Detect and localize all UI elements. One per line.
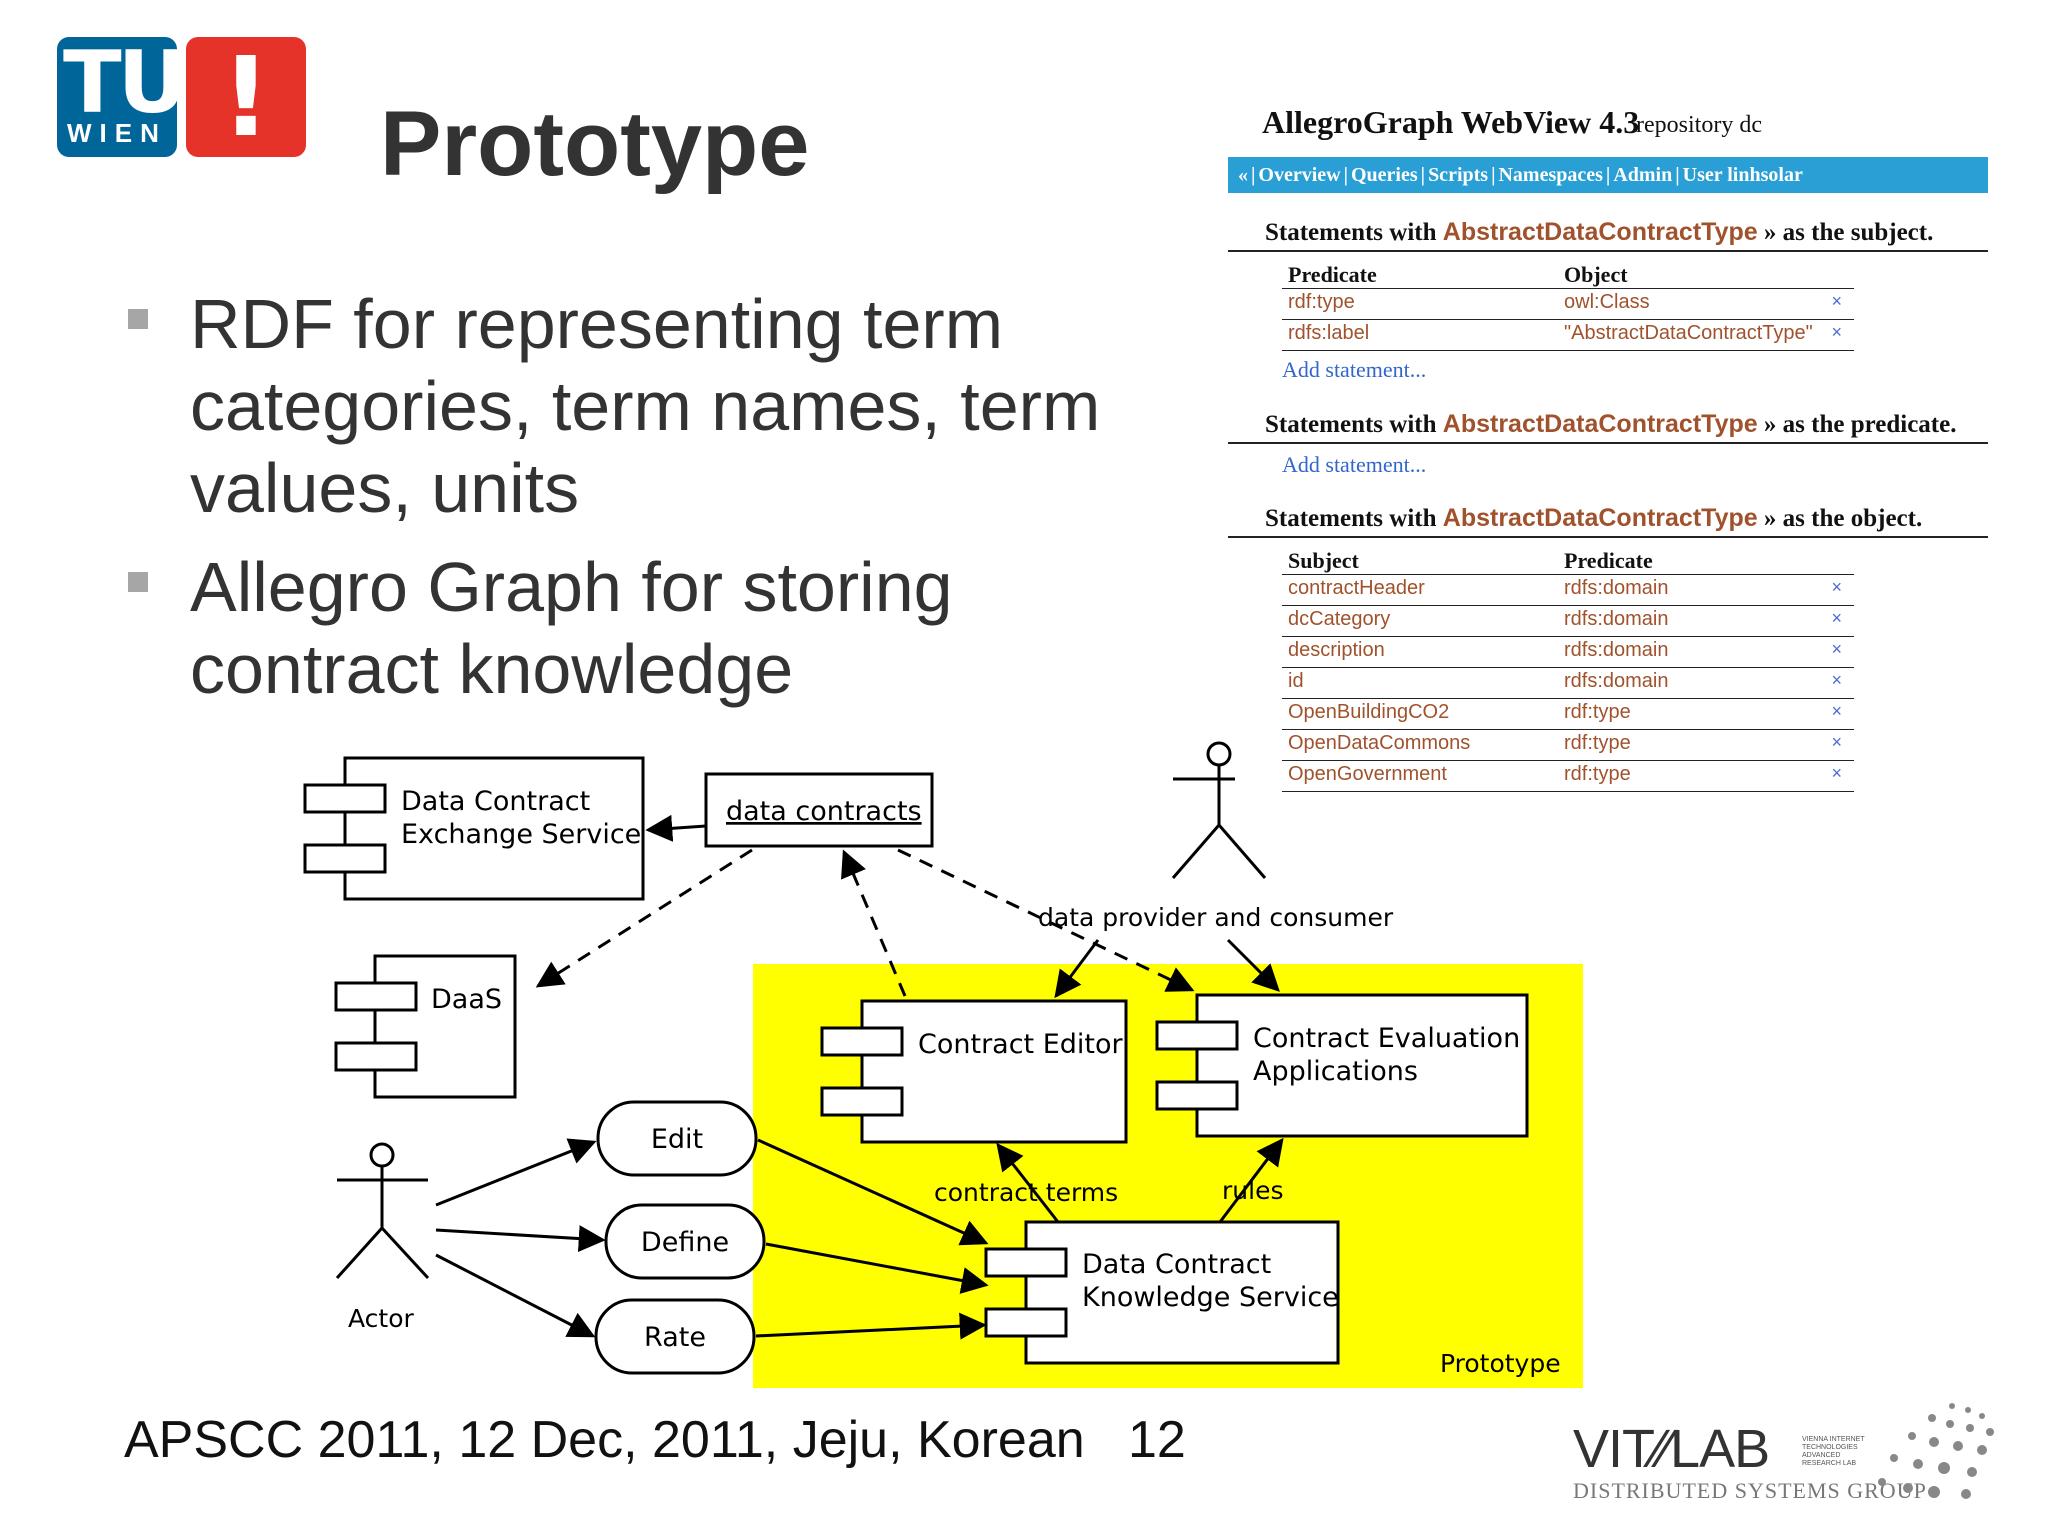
use-case-define: Define: [604, 1203, 766, 1280]
svg-text:Contract Evaluation: Contract Evaluation: [1253, 1023, 1520, 1054]
footer-text: APSCC 2011, 12 Dec, 2011, Jeju, Korean 1…: [124, 1411, 1186, 1469]
table-row: rdfs:label "AbstractDataContractType" ×: [1282, 320, 1854, 351]
artifact-data-contracts: data contracts: [704, 772, 934, 848]
provider-actor-icon: [1171, 741, 1267, 879]
component-data-contract-exchange-service: Data Contract Exchange Service: [303, 756, 645, 901]
divider: [1228, 250, 1988, 252]
nav-overview[interactable]: Overview: [1258, 164, 1341, 186]
subject-table: Predicate Object rdf:type owl:Class × rd…: [1282, 260, 1854, 351]
predicate-section-heading: Statements with AbstractDataContractType…: [1265, 410, 1957, 438]
bullet-2: Allegro Graph for storing contract knowl…: [190, 548, 953, 708]
subject-section-heading: Statements with AbstractDataContractType…: [1265, 218, 1934, 246]
divider: [1228, 442, 1988, 444]
svg-text:Edit: Edit: [651, 1124, 703, 1155]
table-header: Predicate Object: [1282, 260, 1854, 289]
nav-namespaces[interactable]: Namespaces: [1498, 164, 1603, 186]
logo-tu: TU: [63, 33, 187, 133]
actor-icon: [335, 1142, 430, 1280]
svg-text:Data Contract: Data Contract: [1082, 1249, 1271, 1280]
allegrograph-webview: AllegroGraph WebView 4.3 repository dc «…: [1228, 102, 1988, 792]
use-case-edit: Edit: [596, 1100, 758, 1177]
component-knowledge-service: Data Contract Knowledge Service: [984, 1220, 1340, 1365]
dots-icon: [1878, 1403, 1994, 1499]
actor-label: Actor: [348, 1304, 415, 1333]
delete-icon[interactable]: ×: [1831, 670, 1842, 690]
svg-text:Rate: Rate: [644, 1322, 706, 1353]
svg-text:Knowledge Service: Knowledge Service: [1082, 1282, 1339, 1313]
svg-text:DaaS: DaaS: [431, 984, 502, 1015]
object-section-heading: Statements with AbstractDataContractType…: [1265, 504, 1923, 532]
vitalab-subtitle: VIENNA INTERNET TECHNOLOGIES ADVANCED RE…: [1802, 1436, 1865, 1467]
bullet-marker: [128, 572, 148, 592]
logo-wien: WIEN: [67, 118, 167, 148]
delete-icon[interactable]: ×: [1831, 322, 1842, 342]
nav-admin[interactable]: Admin: [1613, 164, 1673, 186]
slide-title: Prototype: [380, 93, 810, 195]
svg-text:Applications: Applications: [1253, 1056, 1418, 1087]
nav-queries[interactable]: Queries: [1351, 164, 1418, 186]
component-contract-editor: Contract Editor: [820, 999, 1128, 1144]
svg-text:Data Contract: Data Contract: [401, 786, 590, 817]
delete-icon[interactable]: ×: [1831, 701, 1842, 721]
ag-navbar: «|Overview|Queries|Scripts|Namespaces|Ad…: [1228, 157, 1988, 193]
nav-back[interactable]: «: [1238, 164, 1248, 186]
delete-icon[interactable]: ×: [1831, 291, 1842, 311]
rules-label: rules: [1222, 1176, 1283, 1205]
delete-icon[interactable]: ×: [1831, 608, 1842, 628]
delete-icon[interactable]: ×: [1831, 639, 1842, 659]
delete-icon[interactable]: ×: [1831, 732, 1842, 752]
bullet-marker: [128, 309, 148, 329]
logo-exclamation: !: [186, 37, 306, 157]
distributed-systems-group: DISTRIBUTED SYSTEMS GROUP: [1573, 1478, 1927, 1503]
vitalab-logo: VIT∕∕LAB: [1573, 1419, 1770, 1479]
svg-text:Contract Editor: Contract Editor: [918, 1029, 1124, 1060]
contract-terms-label: contract terms: [934, 1178, 1118, 1207]
component-daas: DaaS: [334, 954, 517, 1099]
nav-scripts[interactable]: Scripts: [1428, 164, 1489, 186]
add-statement-link[interactable]: Add statement...: [1282, 452, 1427, 477]
tu-wien-logo: TU WIEN: [57, 33, 187, 157]
ag-repository: repository dc: [1636, 112, 1762, 138]
component-contract-evaluation: Contract Evaluation Applications: [1155, 993, 1529, 1138]
svg-text:Exchange Service: Exchange Service: [401, 819, 641, 850]
prototype-label: Prototype: [1440, 1349, 1561, 1378]
table-header: Subject Predicate: [1282, 546, 1854, 575]
use-case-rate: Rate: [594, 1298, 756, 1375]
delete-icon[interactable]: ×: [1831, 577, 1842, 597]
nav-user[interactable]: User linhsolar: [1682, 164, 1803, 186]
svg-text:Define: Define: [641, 1227, 729, 1258]
svg-text:data contracts: data contracts: [726, 796, 922, 827]
add-statement-link[interactable]: Add statement...: [1282, 357, 1427, 382]
delete-icon[interactable]: ×: [1831, 763, 1842, 783]
divider: [1228, 536, 1988, 538]
provider-label: data provider and consumer: [1038, 903, 1394, 932]
table-row: rdf:type owl:Class ×: [1282, 289, 1854, 320]
bullet-1: RDF for representing term categories, te…: [190, 285, 1101, 527]
ag-title: AllegroGraph WebView 4.3: [1262, 104, 1640, 140]
